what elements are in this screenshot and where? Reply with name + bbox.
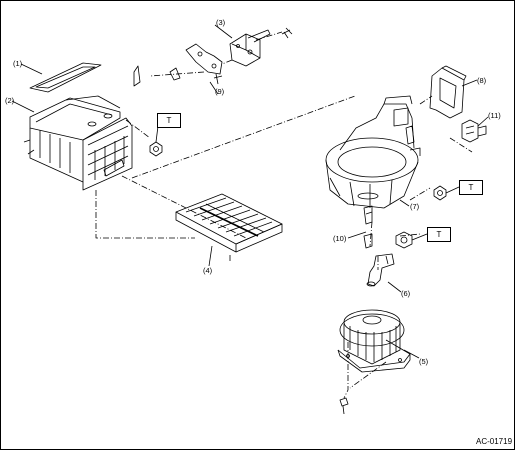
- actuator-part: [229, 27, 293, 67]
- figure-code: AC-01719: [476, 437, 513, 446]
- label-part-5: (5): [419, 357, 429, 366]
- nut-right: [433, 185, 447, 201]
- label-part-9: (9): [215, 87, 225, 96]
- bracket-part: [429, 65, 467, 119]
- small-bracket-part: [461, 119, 487, 143]
- torque-mark-right: T: [459, 180, 483, 195]
- label-part-4: (4): [203, 266, 213, 275]
- torque-mark-left: T: [157, 113, 181, 128]
- label-part-1: (1): [13, 59, 23, 68]
- bolt-center: [395, 231, 413, 249]
- screw-bottom: [339, 397, 349, 415]
- torque-mark-center: T: [427, 227, 451, 242]
- label-part-11: (11): [488, 111, 501, 120]
- label-part-10: (10): [333, 234, 347, 243]
- heater-unit-case-part: [23, 95, 133, 191]
- label-leaders: [11, 24, 489, 359]
- label-part-2: (2): [5, 96, 15, 105]
- leader-lines: [95, 31, 473, 399]
- label-part-8: (8): [477, 76, 487, 85]
- duct-part: [366, 253, 395, 287]
- filter-part: [175, 193, 283, 253]
- label-part-3: (3): [216, 18, 226, 27]
- label-part-7: (7): [410, 202, 420, 211]
- blower-motor-part: [337, 309, 411, 373]
- gasket-part: [29, 62, 102, 93]
- label-part-6: (6): [401, 289, 411, 298]
- link-lever-part: [133, 43, 223, 87]
- nut-left: [149, 141, 163, 157]
- blower-case-part: [325, 95, 421, 209]
- clip-part: [363, 205, 373, 249]
